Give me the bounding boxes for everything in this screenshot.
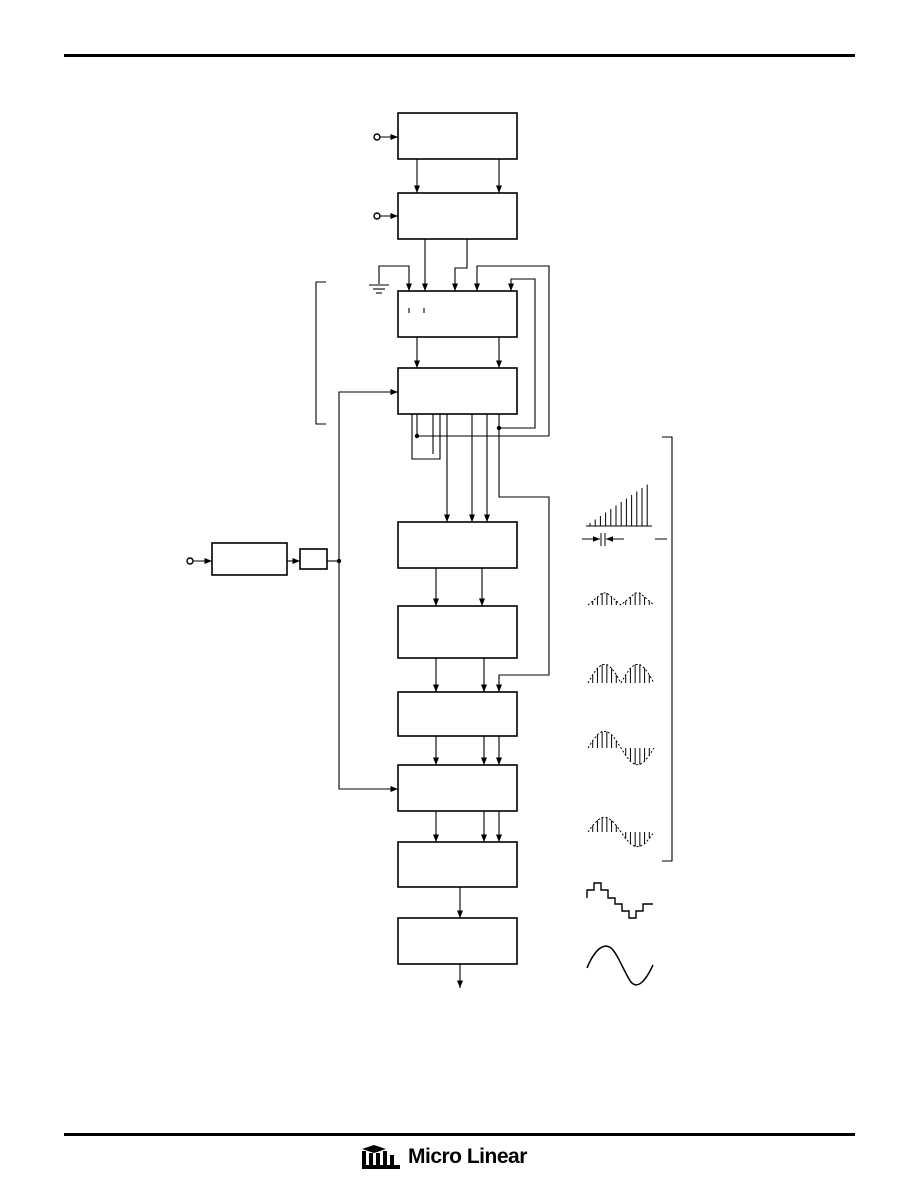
waveform-staircase bbox=[586, 882, 653, 919]
block-2 bbox=[397, 192, 518, 240]
waveform-ramp bbox=[582, 484, 667, 546]
block-9 bbox=[397, 841, 518, 888]
waveform-triangle bbox=[587, 592, 655, 606]
block-6 bbox=[397, 605, 518, 659]
waveform-smooth-sine bbox=[586, 945, 654, 986]
connections bbox=[186, 133, 673, 988]
input-block bbox=[211, 542, 288, 576]
footer-rule bbox=[64, 1133, 855, 1136]
block-8 bbox=[397, 764, 518, 812]
micro-linear-logo: Micro Linear bbox=[360, 1141, 560, 1173]
block-3 bbox=[397, 290, 518, 338]
junction-dots bbox=[336, 425, 502, 564]
micro-linear-logo-icon bbox=[362, 1145, 400, 1169]
block-1 bbox=[397, 112, 518, 160]
block-10 bbox=[397, 917, 518, 965]
block-5 bbox=[397, 521, 518, 569]
brand-name: Micro Linear bbox=[408, 1145, 527, 1168]
small-block bbox=[299, 548, 328, 570]
waveform-rectified-sine bbox=[587, 663, 655, 685]
block-4 bbox=[397, 367, 518, 415]
header-rule bbox=[64, 54, 855, 57]
block-7 bbox=[397, 691, 518, 737]
waveform-sampled-sine-2 bbox=[587, 816, 655, 848]
waveform-sampled-sine-1 bbox=[587, 730, 655, 766]
